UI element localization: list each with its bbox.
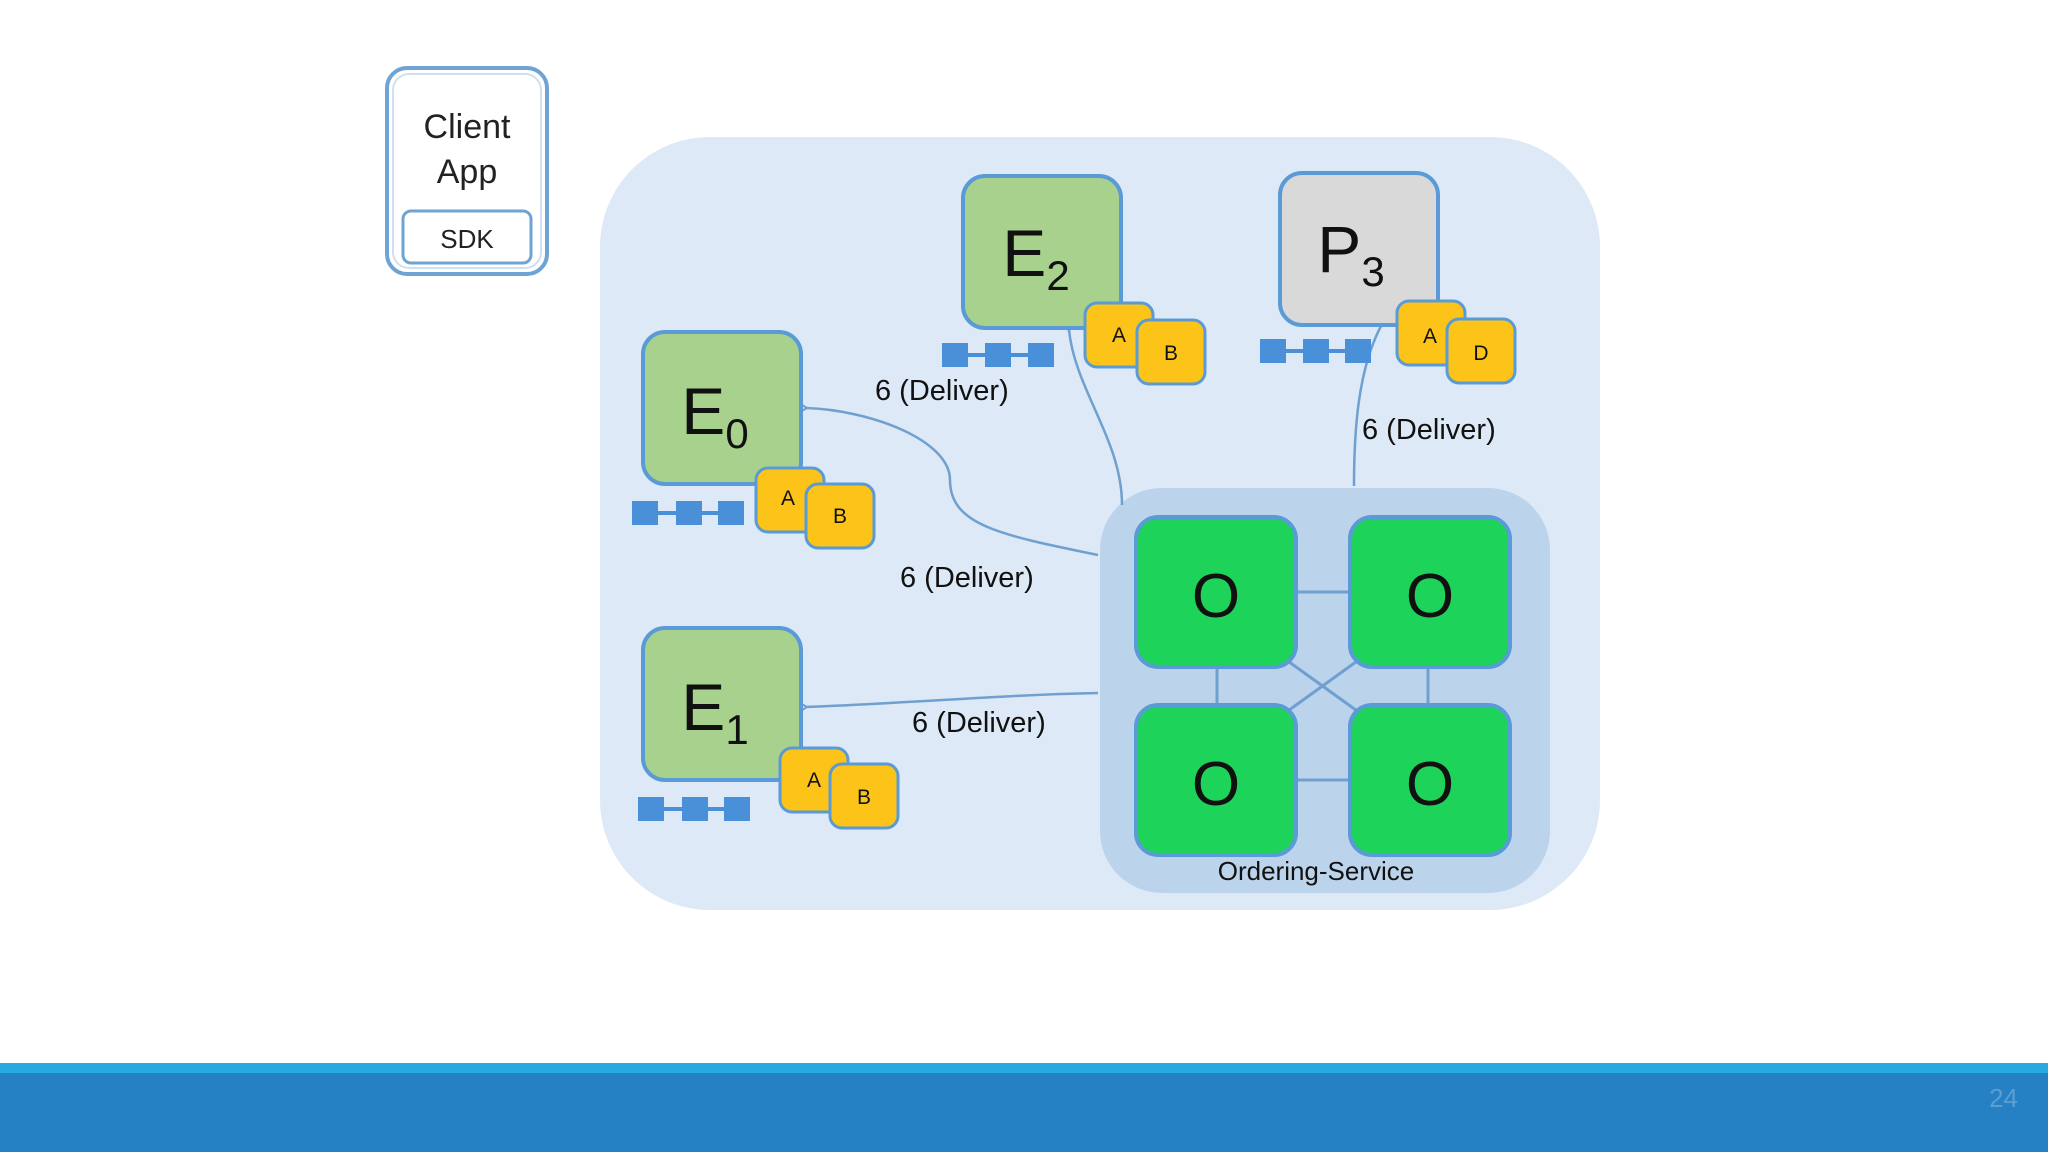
orderer-node-bl[interactable]: O <box>1134 703 1298 857</box>
node-letter: P <box>1317 212 1361 286</box>
svg-text:A: A <box>1112 324 1126 347</box>
node-letter: E <box>681 670 725 744</box>
footer-bar <box>0 1073 2048 1152</box>
sdk-box[interactable] <box>401 209 533 265</box>
ledger-e2 <box>942 343 1054 367</box>
svg-text:E1: E1 <box>681 670 748 753</box>
client-app-box[interactable]: Client App SDK <box>385 66 549 276</box>
client-title-line2: App <box>437 153 498 191</box>
svg-text:B: B <box>1164 342 1178 365</box>
svg-text:B: B <box>857 786 871 809</box>
chaincode-e2-b[interactable]: B <box>1135 318 1207 386</box>
chaincode-e0-b[interactable]: B <box>804 482 876 550</box>
svg-text:B: B <box>833 505 847 528</box>
sdk-label: SDK <box>440 224 494 254</box>
deliver-label-e0: 6 (Deliver) <box>875 375 1009 407</box>
deliver-label-p3: 6 (Deliver) <box>1362 414 1496 446</box>
orderer-node-tr[interactable]: O <box>1348 515 1512 669</box>
arrow-to-e2 <box>1061 320 1124 506</box>
chaincode-p3-d[interactable]: D <box>1445 317 1517 385</box>
footer-stripe <box>0 1063 2048 1073</box>
endorser-e2[interactable]: E2 <box>961 174 1123 330</box>
endorser-e0[interactable]: E0 <box>641 330 803 486</box>
orderer-label: O <box>1192 750 1240 819</box>
svg-text:E0: E0 <box>681 374 748 457</box>
svg-text:A: A <box>781 487 795 510</box>
endorser-e1[interactable]: E1 <box>641 626 803 782</box>
svg-text:E2: E2 <box>1002 216 1069 299</box>
slide-number: 24 <box>1989 1083 2018 1113</box>
node-subscript: 3 <box>1361 248 1384 295</box>
orderer-connections <box>1215 590 1430 782</box>
svg-text:A: A <box>807 769 821 792</box>
orderer-label: O <box>1406 562 1454 631</box>
orderer-node-br[interactable]: O <box>1348 703 1512 857</box>
chaincode-e1-b[interactable]: B <box>828 762 900 830</box>
ledger-e1 <box>638 797 750 821</box>
node-subscript: 0 <box>725 410 748 457</box>
ledger-e0 <box>632 501 744 525</box>
deliver-arrows <box>796 315 1392 715</box>
deliver-label-e1: 6 (Deliver) <box>912 707 1046 739</box>
orderer-label: O <box>1192 562 1240 631</box>
arrow-to-e1 <box>796 691 1099 715</box>
arrow-to-p3 <box>1352 315 1392 487</box>
ledger-p3 <box>1260 339 1371 363</box>
svg-text:D: D <box>1473 342 1488 365</box>
arrow-to-e0 <box>796 400 1099 557</box>
svg-text:A: A <box>1423 325 1437 348</box>
node-subscript: 2 <box>1046 252 1069 299</box>
svg-text:P3: P3 <box>1317 212 1384 295</box>
node-letter: E <box>681 374 725 448</box>
node-letter: E <box>1002 216 1046 290</box>
client-title-line1: Client <box>424 108 511 146</box>
peer-p3[interactable]: P3 <box>1278 171 1440 327</box>
ordering-service-label: Ordering-Service <box>1218 856 1415 886</box>
orderer-node-tl[interactable]: O <box>1134 515 1298 669</box>
orderer-label: O <box>1406 750 1454 819</box>
node-subscript: 1 <box>725 706 748 753</box>
deliver-label-e0-lower: 6 (Deliver) <box>900 562 1034 594</box>
